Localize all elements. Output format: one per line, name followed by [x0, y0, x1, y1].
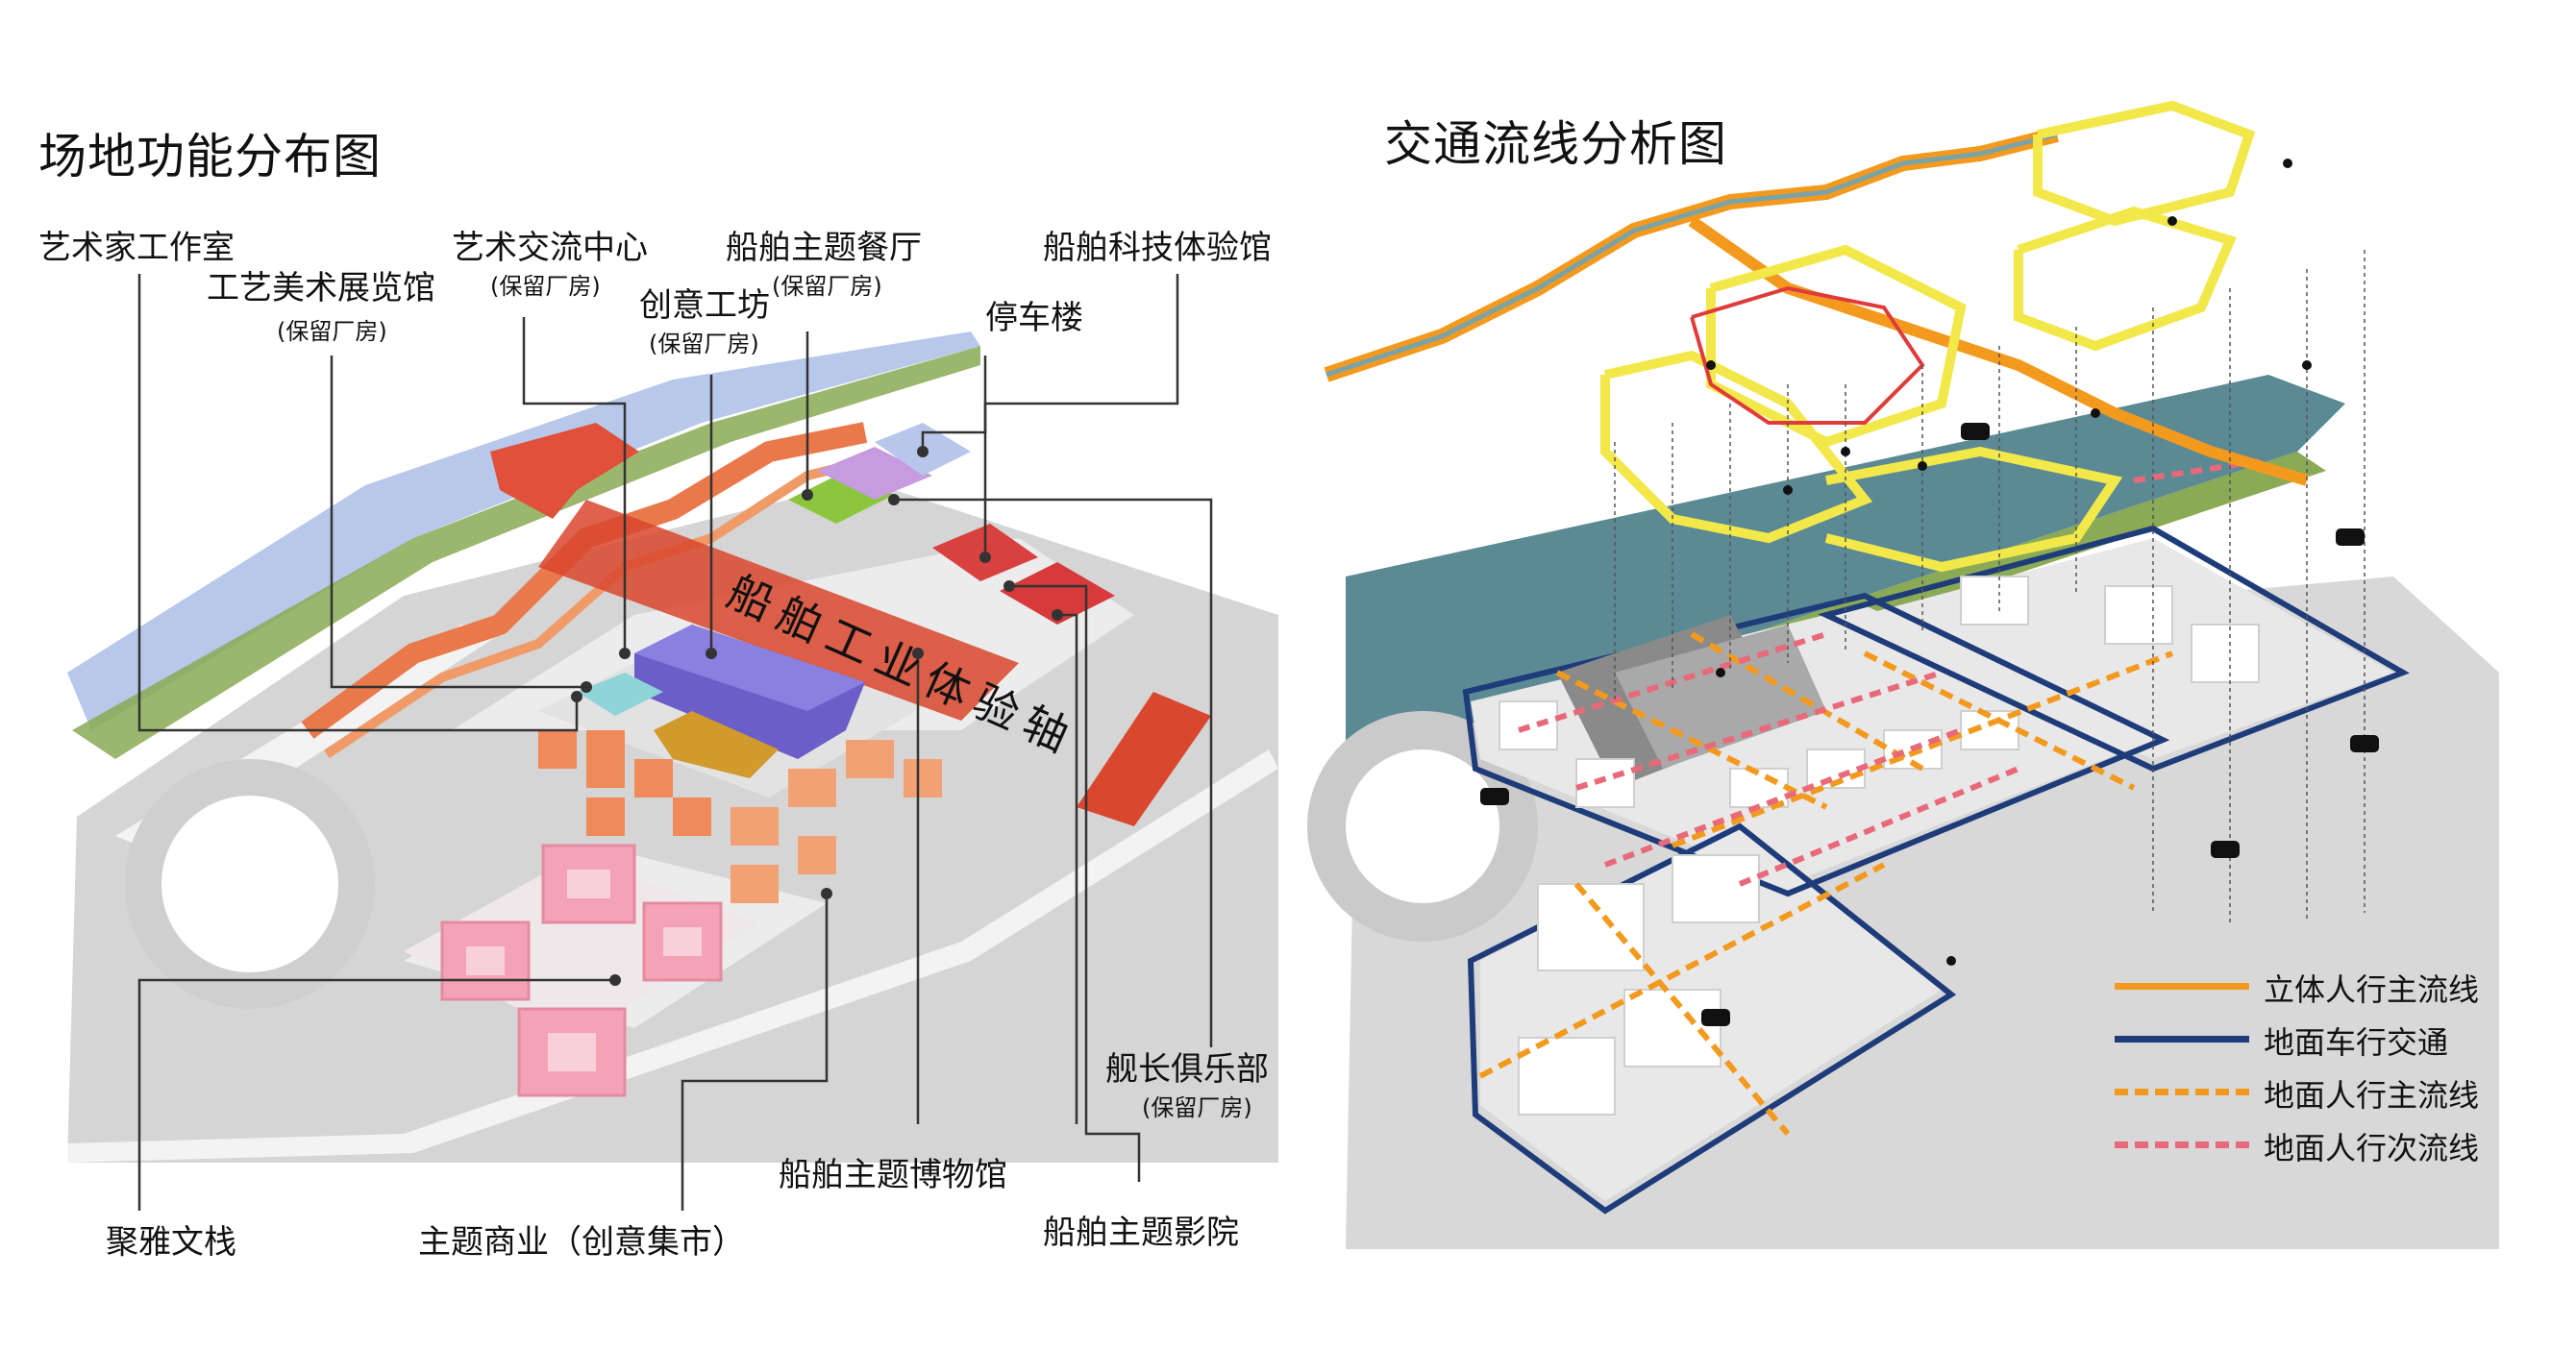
gold-building [654, 711, 779, 778]
left-panel-title: 场地功能分布图 [38, 129, 382, 184]
label-artist-studio: 艺术家工作室 [38, 229, 235, 267]
elevated-red-loop [1690, 285, 1925, 425]
legend-label: 地面人行主流线 [2264, 1077, 2480, 1114]
orange-cluster-b [731, 740, 942, 903]
label-ship-restaurant-note: (保留厂房) [772, 273, 882, 300]
label-inn: 聚雅文栈 [106, 1223, 236, 1262]
pedestrian-icons [1706, 159, 2312, 966]
ground-main-ped [1478, 631, 2174, 1136]
legend-item: 立体人行主流线 [2115, 966, 2518, 1008]
vertical-connectors [1614, 250, 2365, 922]
cyan-building [577, 673, 663, 716]
site-function-map [67, 274, 1278, 1211]
label-captain-club-note: (保留厂房) [1142, 1094, 1252, 1121]
car-icons [1480, 423, 2379, 1026]
legend-label: 地面人行次流线 [2264, 1130, 2480, 1166]
label-ship-tech: 船舶科技体验馆 [1043, 229, 1272, 267]
legend-label: 立体人行主流线 [2264, 971, 2480, 1008]
label-craft-gallery: 工艺美术展览馆 [207, 269, 435, 307]
vehicle-roads [1462, 525, 2410, 1215]
label-creative-workshop: 创意工坊 [639, 286, 770, 325]
legend-item: 地面人行次流线 [2115, 1124, 2518, 1166]
legend-item: 地面人行主流线 [2115, 1071, 2518, 1114]
label-parking: 停车楼 [985, 299, 1083, 337]
legend-swatch-vehicle [2115, 1036, 2249, 1043]
label-ship-restaurant: 船舶主题餐厅 [726, 229, 922, 267]
label-ship-museum: 船舶主题博物馆 [779, 1156, 1007, 1194]
legend-swatch-elevated-ped [2115, 983, 2249, 990]
grey-hall-2 [1615, 625, 1826, 769]
legend-swatch-ground-secondary-ped [2115, 1141, 2249, 1148]
purple-hall-top [634, 625, 865, 711]
direction-arrow [490, 423, 639, 519]
legend-swatch-ground-main-ped [2115, 1089, 2249, 1095]
violet-building [817, 447, 932, 500]
axis-band [538, 500, 1019, 721]
traffic-flow-map [1307, 100, 2499, 1249]
roundabout-inner [161, 796, 338, 972]
right-panel-title: 交通流线分析图 [1384, 116, 1727, 172]
legend-label: 地面车行交通 [2264, 1024, 2449, 1061]
legend-item: 地面车行交通 [2115, 1019, 2518, 1061]
label-captain-club: 舰长俱乐部 [1105, 1050, 1269, 1089]
label-theme-commerce: 主题商业（创意集市） [418, 1223, 745, 1262]
label-craft-gallery-note: (保留厂房) [277, 318, 387, 345]
leader-lines [137, 274, 1213, 1211]
label-ship-cinema: 船舶主题影院 [1043, 1214, 1239, 1252]
label-art-center-note: (保留厂房) [490, 273, 601, 300]
orange-cluster-a [538, 730, 711, 836]
riverbank-green [72, 346, 980, 759]
label-art-center: 艺术交流中心 [452, 229, 648, 267]
axis-end [1077, 692, 1211, 826]
leader-dots [571, 446, 1063, 986]
label-creative-workshop-note: (保留厂房) [649, 331, 759, 357]
